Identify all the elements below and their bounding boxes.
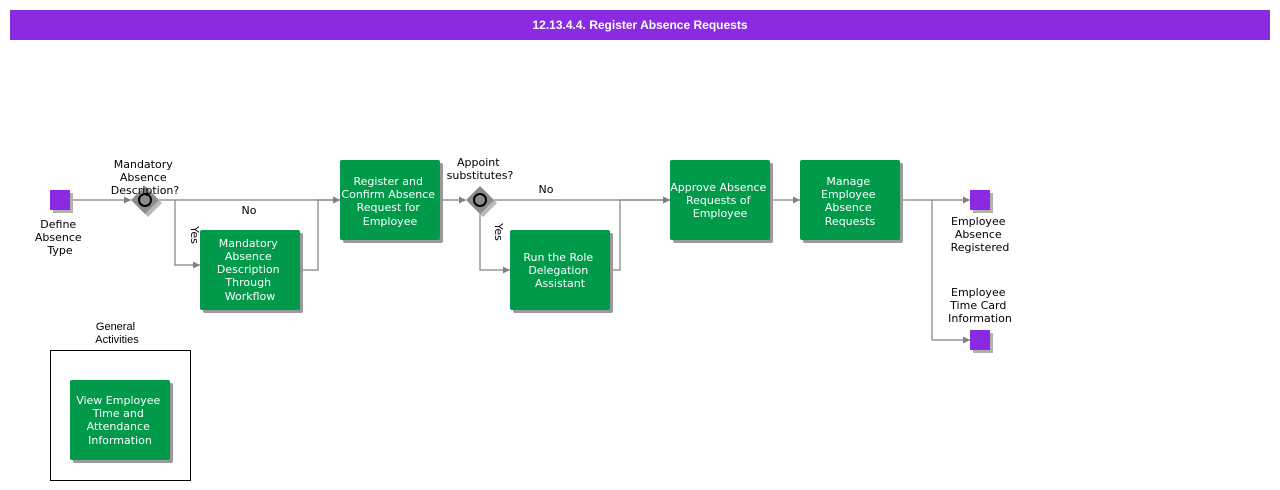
task-approve-absence-requests[interactable]: Approve Absence Requests of Employee — [670, 160, 773, 243]
task-register-label: Register and Confirm Absence Request for… — [341, 175, 438, 228]
task-register-confirm-absence[interactable]: Register and Confirm Absence Request for… — [340, 160, 443, 243]
flow-label-yes-2: Yes — [492, 222, 505, 241]
gateway-appoint-substitutes[interactable] — [466, 186, 497, 217]
end-event-absence-registered[interactable] — [970, 190, 993, 213]
task-mandatory-absence-description[interactable]: Mandatory Absence Description Through Wo… — [200, 230, 303, 313]
gateway-mandatory-label: Mandatory Absence Description? — [111, 158, 180, 197]
page-title: 12.13.4.4. Register Absence Requests — [10, 10, 1270, 40]
task-delegation-label: Run the Role Delegation Assistant — [523, 251, 596, 290]
task-role-delegation-assistant[interactable]: Run the Role Delegation Assistant — [510, 230, 613, 313]
end-event-timecard-label: Employee Time Card Information — [948, 286, 1012, 325]
flow-label-no-1: No — [242, 204, 257, 217]
start-event-label: Define Absence Type — [35, 218, 85, 257]
flow-label-yes-1: Yes — [188, 225, 201, 244]
task-view-employee-time-attendance[interactable]: View Employee Time and Attendance Inform… — [70, 380, 173, 463]
flow-gateway1-yes — [174, 200, 200, 269]
task-mandatory-label: Mandatory Absence Description Through Wo… — [217, 237, 283, 303]
flow-label-no-2: No — [539, 183, 554, 196]
end-event-time-card-information[interactable] — [970, 330, 993, 353]
end-event-registered-label: Employee Absence Registered — [951, 215, 1010, 254]
group-box-general-activities — [50, 350, 191, 481]
flow-gateway2-yes — [479, 214, 510, 274]
flow-manage-to-timecard — [931, 200, 970, 344]
task-approve-label: Approve Absence Requests of Employee — [670, 181, 770, 220]
start-event-define-absence-type[interactable] — [50, 190, 73, 213]
flow-delegation-to-approve — [610, 196, 670, 271]
gateway-mandatory-absence-description[interactable] — [131, 186, 162, 217]
task-view-time-label: View Employee Time and Attendance Inform… — [76, 394, 164, 447]
gateway-substitutes-label: Appoint substitutes? — [447, 156, 514, 182]
group-label-general-activities: General Activities — [95, 321, 139, 346]
task-manage-label: Manage Employee Absence Requests — [821, 175, 879, 228]
task-manage-absence-requests[interactable]: Manage Employee Absence Requests — [800, 160, 903, 243]
flow-mandatory-to-register — [300, 196, 340, 271]
sequence-flows — [70, 196, 970, 344]
